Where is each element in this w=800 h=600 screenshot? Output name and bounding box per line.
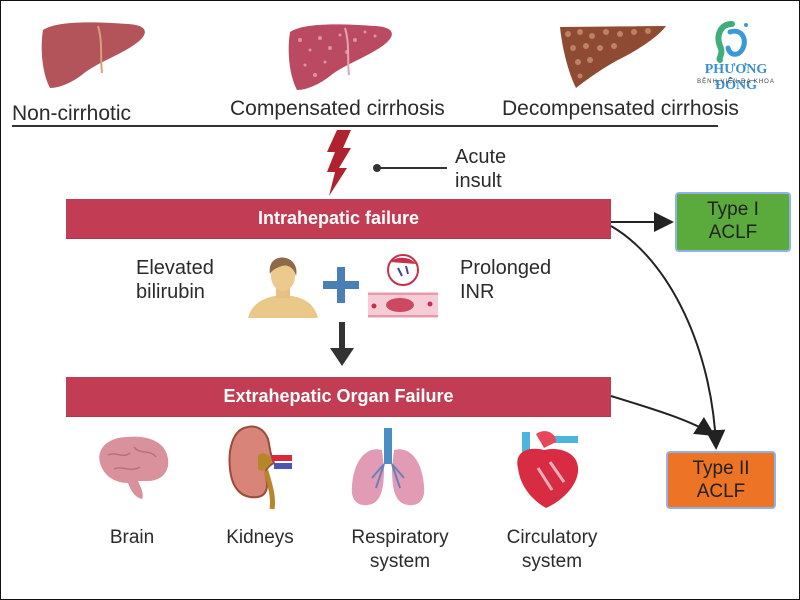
extrahepatic-organ-failure-bar: Extrahepatic Organ Failure — [66, 377, 611, 416]
lightning-bolt-icon — [327, 130, 351, 196]
healthy-liver-icon — [41, 22, 145, 89]
type-1-aclf-box: Type I ACLF — [675, 192, 791, 252]
acute-insult-label-line1: Acute — [455, 146, 507, 168]
organ-label-kidneys: Kidneys — [226, 527, 294, 548]
blood-clot-icon — [368, 254, 438, 318]
stage-label-compensated: Compensated cirrhosis — [230, 97, 445, 120]
kidney-icon — [228, 425, 292, 510]
compensated-cirrhotic-liver-icon — [288, 24, 392, 91]
stage-label-non-cirrhotic: Non-cirrhotic — [12, 102, 132, 125]
arrow-extra-to-type-2 — [610, 395, 716, 437]
inr-label-line2: INR — [460, 281, 495, 303]
logo-subtitle: BỆNH VIỆN ĐA KHOA — [697, 79, 775, 85]
intrahepatic-failure-bar: Intrahepatic failure — [66, 199, 611, 238]
acute-insult-connector — [373, 164, 447, 172]
organ-label-brain: Brain — [109, 527, 155, 548]
jaundiced-person-icon — [248, 257, 318, 318]
lungs-icon — [351, 428, 425, 506]
bilirubin-label-line1: Elevated — [136, 257, 214, 279]
acute-insult-label-line2: insult — [455, 170, 502, 192]
heart-icon — [517, 431, 579, 508]
type-2-aclf-box: Type II ACLF — [666, 451, 776, 509]
stage-divider — [12, 125, 718, 127]
arrow-intra-to-type-2 — [610, 225, 726, 450]
stage-label-decompensated: Decompensated cirrhosis — [502, 97, 739, 120]
plus-icon — [323, 267, 359, 303]
bilirubin-label-line2: bilirubin — [136, 281, 205, 303]
logo-name: PHƯƠNG ĐÔNG — [704, 62, 768, 93]
phuong-dong-logo-icon — [715, 21, 748, 63]
down-arrow-icon — [330, 322, 354, 366]
decompensated-cirrhotic-liver-icon — [560, 26, 666, 88]
brain-icon — [99, 436, 169, 499]
inr-label-line1: Prolonged — [460, 257, 552, 279]
